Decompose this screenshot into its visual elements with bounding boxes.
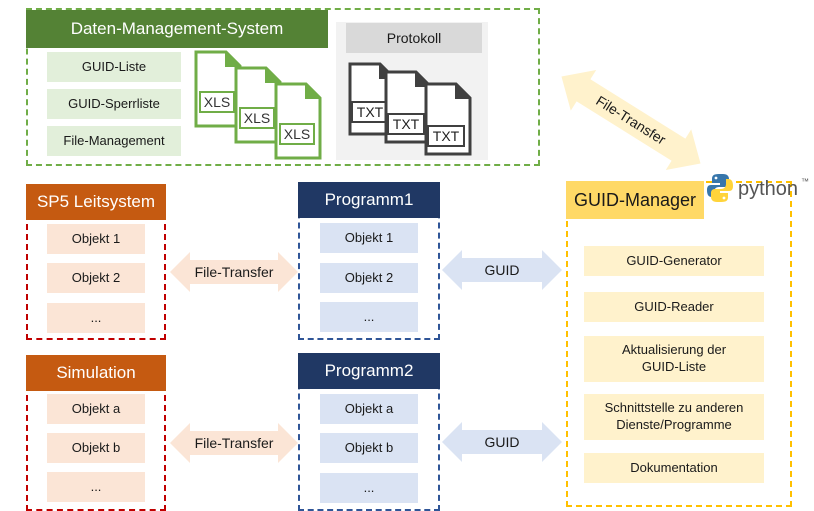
simulation-item: ...: [47, 472, 145, 502]
xls-file-icon: XLS: [194, 50, 242, 128]
programm1-item: Objekt 1: [320, 223, 418, 253]
txt-label: TXT: [357, 104, 384, 120]
simulation-item: Objekt b: [47, 433, 145, 463]
file-transfer-label-2: File-Transfer: [194, 435, 274, 451]
dms-item-guid-liste: GUID-Liste: [47, 52, 181, 82]
xls-file-icon: XLS: [234, 66, 282, 144]
txt-files-icon: TXT TXT TXT: [348, 62, 472, 156]
guid-label-1: GUID: [484, 262, 520, 278]
file-transfer-diagonal-arrow: File-Transfer: [561, 69, 701, 171]
txt-file-icon: TXT: [424, 82, 472, 156]
dms-panel: [26, 8, 540, 166]
xls-label: XLS: [204, 94, 230, 110]
guid-liste-update-item: Aktualisierung der GUID-Liste: [584, 336, 764, 382]
xls-file-icon: XLS: [274, 82, 322, 160]
txt-file-icon: TXT: [384, 70, 432, 144]
file-transfer-arrow-1: [170, 252, 298, 292]
guid-arrow-2: [442, 422, 562, 462]
txt-file-icon: TXT: [348, 62, 396, 136]
guid-generator-item: GUID-Generator: [584, 246, 764, 276]
guid-arrow-1: [442, 250, 562, 290]
xls-label: XLS: [244, 110, 270, 126]
guid-manager-title: GUID-Manager: [566, 181, 704, 219]
sp5-title: SP5 Leitsystem: [26, 184, 166, 220]
guid-label-2: GUID: [484, 434, 520, 450]
xls-label: XLS: [284, 126, 310, 142]
python-logo-icon: python ™: [707, 174, 809, 202]
programm2-item: Objekt a: [320, 394, 418, 424]
schnittstelle-item: Schnittstelle zu anderen Dienste/Program…: [584, 394, 764, 440]
simulation-title: Simulation: [26, 355, 166, 391]
txt-label: TXT: [433, 128, 460, 144]
file-transfer-label-1: File-Transfer: [194, 264, 274, 280]
simulation-item: Objekt a: [47, 394, 145, 424]
guid-reader-item: GUID-Reader: [584, 292, 764, 322]
programm1-item: ...: [320, 302, 418, 332]
dms-title: Daten-Management-System: [26, 10, 328, 48]
python-logo-text: python: [738, 178, 798, 200]
file-transfer-arrow-2: [170, 423, 298, 463]
programm2-title: Programm2: [298, 353, 440, 389]
dokumentation-item: Dokumentation: [584, 453, 764, 483]
xls-files-icon: XLS XLS XLS: [194, 50, 322, 160]
dms-item-file-management: File-Management: [47, 126, 181, 156]
sp5-item: ...: [47, 303, 145, 333]
file-transfer-top-label: File-Transfer: [593, 92, 669, 148]
programm1-title: Programm1: [298, 182, 440, 218]
txt-label: TXT: [393, 116, 420, 132]
programm1-item: Objekt 2: [320, 263, 418, 293]
programm2-item: ...: [320, 473, 418, 503]
protokoll-title: Protokoll: [346, 23, 482, 53]
programm2-item: Objekt b: [320, 433, 418, 463]
python-logo-tm: ™: [801, 177, 809, 186]
dms-item-guid-sperrliste: GUID-Sperrliste: [47, 89, 181, 119]
sp5-item: Objekt 1: [47, 224, 145, 254]
sp5-item: Objekt 2: [47, 263, 145, 293]
